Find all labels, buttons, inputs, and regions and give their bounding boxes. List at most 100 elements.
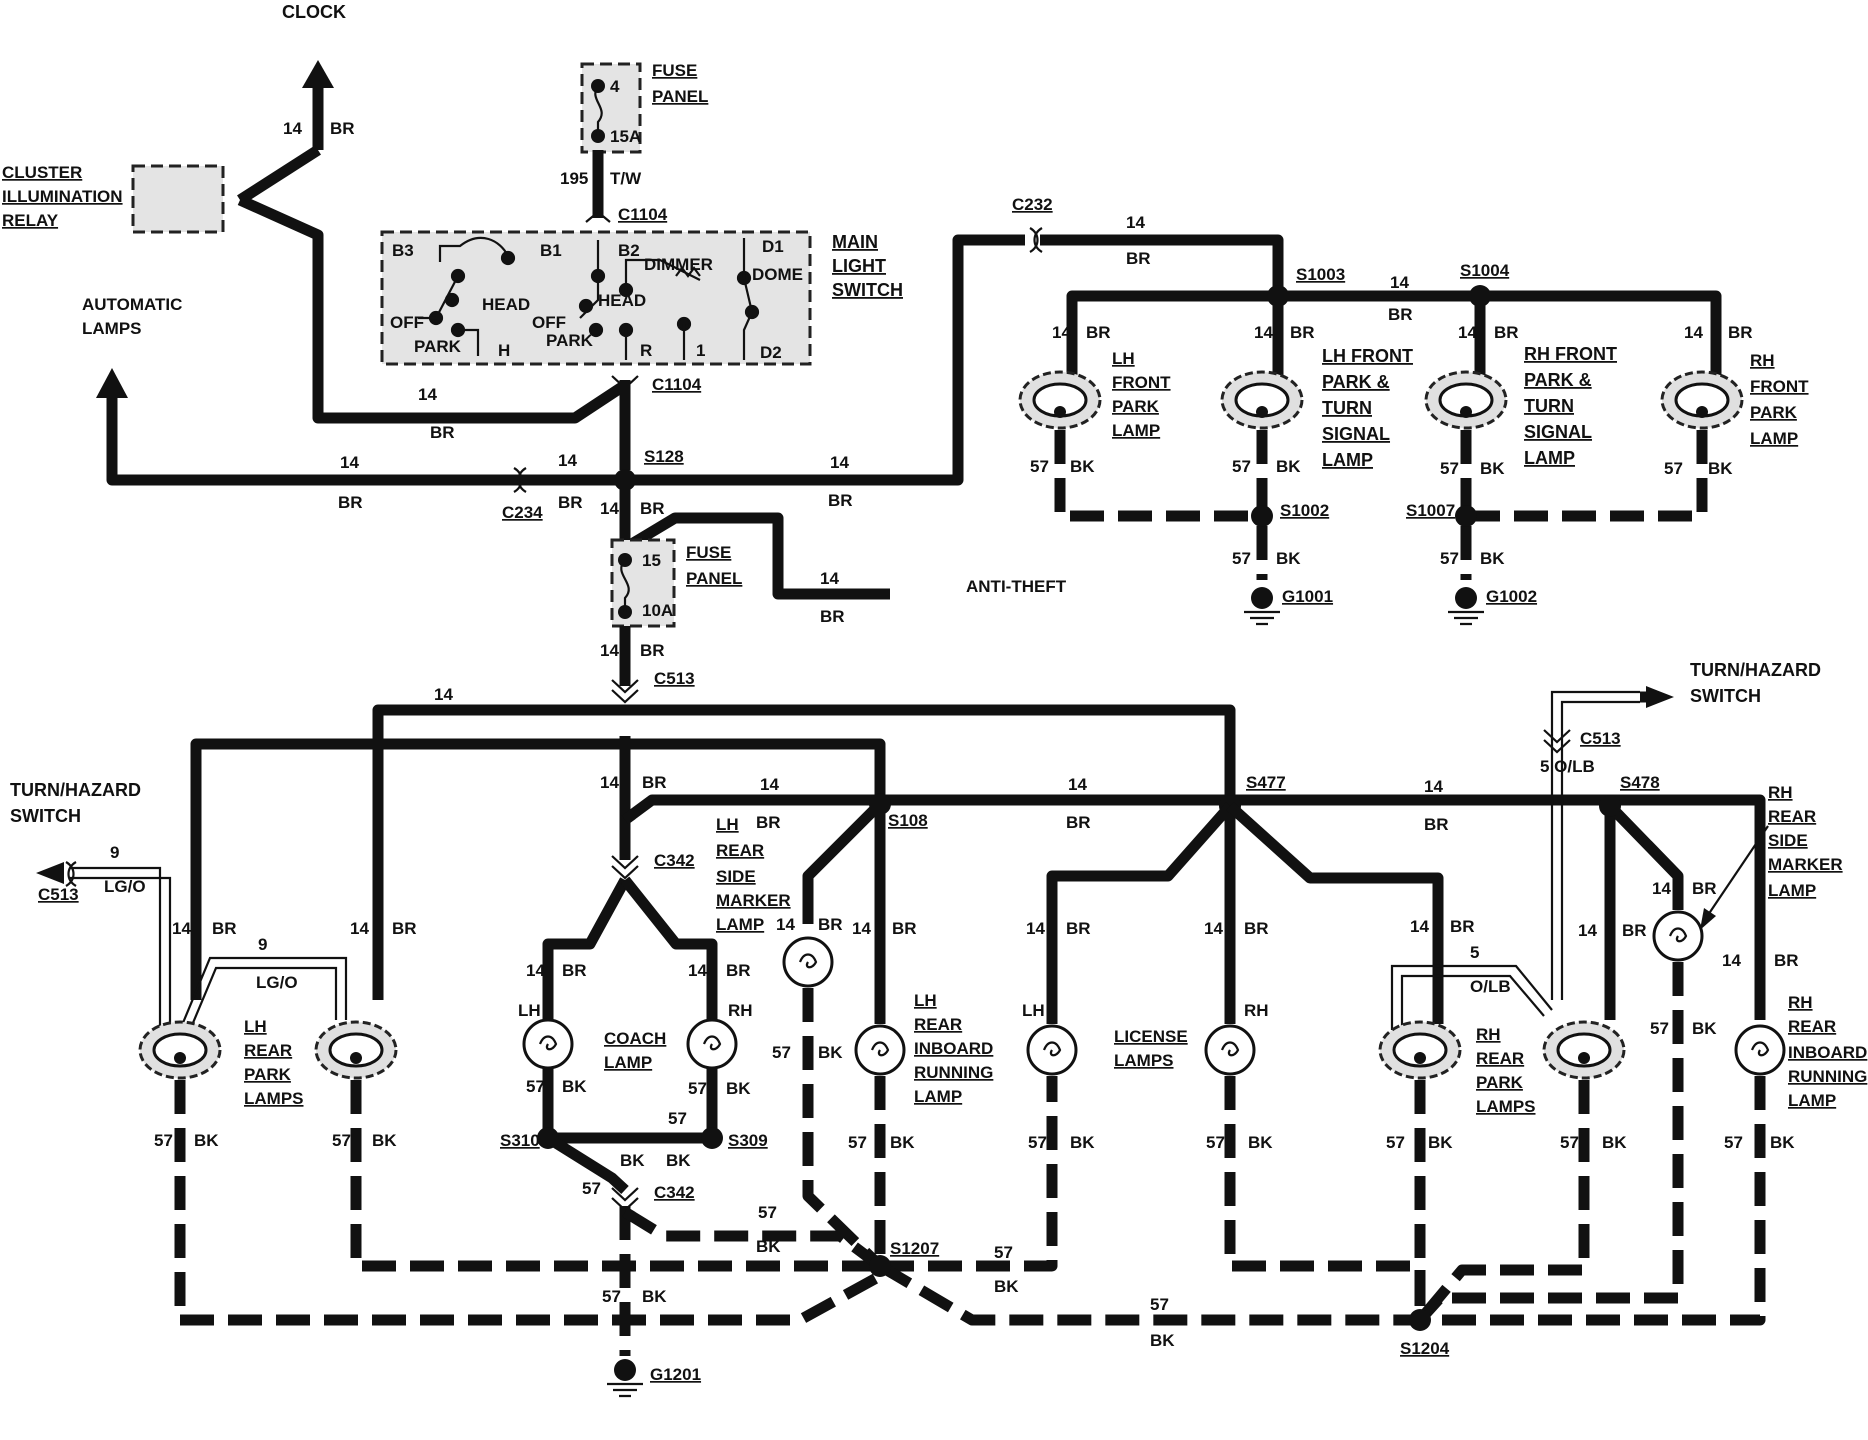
wire-br: BR	[1424, 815, 1449, 834]
rh-rear-inboard-label: RH	[1788, 993, 1813, 1012]
lh-rear-park-lamp-1	[138, 1020, 222, 1080]
wire-br: BR	[212, 919, 237, 938]
connector-c513-right: C513	[1580, 729, 1621, 748]
wire-14: 14	[1390, 273, 1409, 292]
splice-s1002-label: S1002	[1280, 501, 1329, 520]
wire-14: 14	[1052, 323, 1071, 342]
main-light-switch-label-2: LIGHT	[832, 256, 886, 276]
lh-rear-inboard-label: INBOARD	[914, 1039, 993, 1058]
wire-bk: BK	[1692, 1019, 1717, 1038]
wire-lgo: LG/O	[256, 973, 298, 992]
wire-br: BR	[756, 813, 781, 832]
wire-bk: BK	[666, 1151, 691, 1170]
wire-bk: BK	[1480, 549, 1505, 568]
connector-c513-center: C513	[654, 669, 695, 688]
wire-bk: BK	[372, 1131, 397, 1150]
connector-c342-bottom: C342	[654, 1183, 695, 1202]
lh-front-park-turn-label: TURN	[1322, 398, 1372, 418]
wire-14: 14	[558, 451, 577, 470]
connector-c1104-bottom: C1104	[652, 375, 702, 394]
term-park-2: PARK	[546, 331, 594, 350]
term-b3: B3	[392, 241, 414, 260]
wire-br: BR	[1494, 323, 1519, 342]
wire-14: 14	[852, 919, 871, 938]
lh-rear-park-label: PARK	[244, 1065, 292, 1084]
fuse-panel-label-1: FUSE	[652, 61, 697, 80]
lh-rear-park-lamp-2	[314, 1020, 398, 1080]
wire-bk: BK	[756, 1237, 781, 1256]
wire-57: 57	[1724, 1133, 1743, 1152]
term-b2: B2	[618, 241, 640, 260]
wire-57: 57	[758, 1203, 777, 1222]
lh-front-park-lamp-label: LH	[1112, 349, 1135, 368]
wire-57: 57	[1386, 1133, 1405, 1152]
connector-c232: C232	[1012, 195, 1053, 214]
clock-feed	[237, 60, 629, 424]
wire-14: 14	[776, 915, 795, 934]
lh-rear-side-marker-label: LH	[716, 815, 739, 834]
lh-front-park-turn-label: SIGNAL	[1322, 424, 1390, 444]
splice-s1204-label: S1204	[1400, 1339, 1450, 1358]
wire-14: 14	[283, 119, 302, 138]
license-lamp-rh	[1204, 1024, 1256, 1076]
main-light-switch-label-3: SWITCH	[832, 280, 903, 300]
wire-bk: BK	[1070, 1133, 1095, 1152]
license-lamps-label: LICENSE	[1114, 1027, 1188, 1046]
wire-bk: BK	[1276, 457, 1301, 476]
rh-front-park-lamp	[1660, 370, 1744, 430]
wire-14: 14	[172, 919, 191, 938]
splice-s108-label: S108	[888, 811, 928, 830]
wire-br: BR	[1066, 813, 1091, 832]
wire-57: 57	[772, 1043, 791, 1062]
cluster-relay-label-3: RELAY	[2, 211, 59, 230]
wire-14: 14	[1254, 323, 1273, 342]
lh-rear-side-marker-label: MARKER	[716, 891, 791, 910]
term-d2: D2	[760, 343, 782, 362]
wire-14: 14	[1204, 919, 1223, 938]
wire-14: 14	[340, 453, 359, 472]
connector-c342-top: C342	[654, 851, 695, 870]
rh-rear-park-lamp-2	[1542, 1020, 1626, 1080]
splice-s1003-label: S1003	[1296, 265, 1345, 284]
lh-rear-side-marker-lamp	[782, 936, 834, 988]
wire-br: BR	[828, 491, 853, 510]
wire-14: 14	[1068, 775, 1087, 794]
rh-front-park-lamp-label: LAMP	[1750, 429, 1798, 448]
wire-14: 14	[350, 919, 369, 938]
clock-label: CLOCK	[282, 2, 346, 22]
wire-br: BR	[640, 499, 665, 518]
automatic-lamps-label-1: AUTOMATIC	[82, 295, 182, 314]
ground-g1001	[1244, 587, 1280, 626]
wire-14: 14	[526, 961, 545, 980]
splice-s310-label: S310	[500, 1131, 540, 1150]
wire-57: 57	[1030, 457, 1049, 476]
lh-rear-side-marker-label: LAMP	[716, 915, 764, 934]
lh-label: LH	[1022, 1001, 1045, 1020]
wire-57: 57	[668, 1109, 687, 1128]
wire-bk: BK	[620, 1151, 645, 1170]
wire-br: BR	[1086, 323, 1111, 342]
wire-bk: BK	[194, 1131, 219, 1150]
wire-bk: BK	[1480, 459, 1505, 478]
splice-s1207	[869, 1255, 891, 1277]
wire-57: 57	[848, 1133, 867, 1152]
rh-front-park-turn-label: RH FRONT	[1524, 344, 1617, 364]
term-head-2: HEAD	[598, 291, 646, 310]
wire-bk: BK	[890, 1133, 915, 1152]
lh-front-park-turn-label: LH FRONT	[1322, 346, 1413, 366]
splice-s1002	[1251, 505, 1273, 527]
splice-s478	[1599, 795, 1621, 817]
wire-57: 57	[1560, 1133, 1579, 1152]
lh-rear-park-label: LAMPS	[244, 1089, 304, 1108]
term-dome: DOME	[752, 265, 803, 284]
wire-br: BR	[338, 493, 363, 512]
term-d1: D1	[762, 237, 784, 256]
lh-front-park-turn-label: PARK &	[1322, 372, 1390, 392]
rh-front-park-lamp-label: RH	[1750, 351, 1775, 370]
lh-rear-side-marker-label: SIDE	[716, 867, 756, 886]
wire-14: 14	[1684, 323, 1703, 342]
splice-s128-label: S128	[644, 447, 684, 466]
fuse2-number: 15	[642, 551, 661, 570]
wire-br: BR	[430, 423, 455, 442]
lh-rear-inboard-label: LAMP	[914, 1087, 962, 1106]
